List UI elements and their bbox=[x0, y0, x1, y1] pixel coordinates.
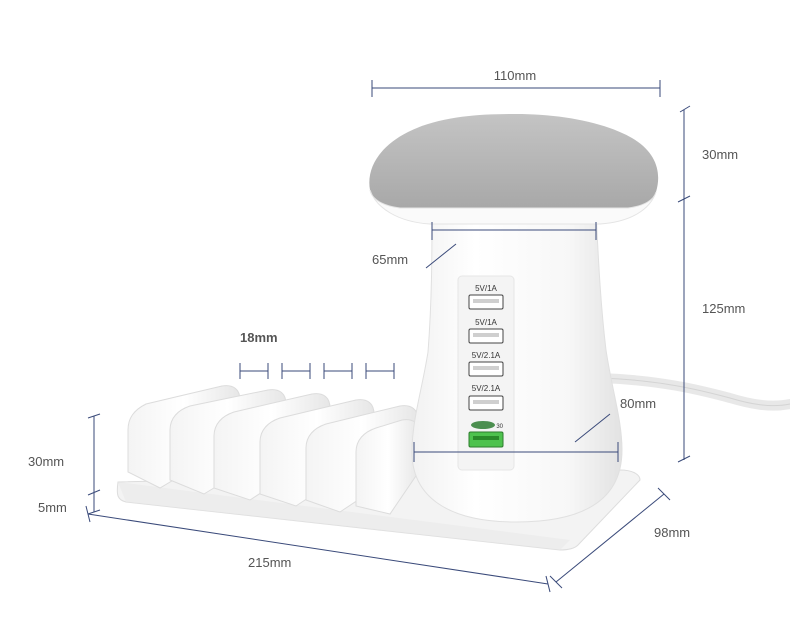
base-thickness-label: 5mm bbox=[38, 500, 67, 515]
neck-width-label: 65mm bbox=[372, 252, 408, 267]
quick-charge-logo bbox=[471, 421, 495, 429]
usb-port[interactable]: 5V/2.1A bbox=[468, 351, 504, 377]
base-width-label: 80mm bbox=[620, 396, 656, 411]
quick-charge-port[interactable]: 30 bbox=[468, 421, 504, 448]
dock-length-label: 215mm bbox=[248, 555, 291, 570]
dock-depth-label: 98mm bbox=[654, 525, 690, 540]
dimension-lines bbox=[85, 80, 691, 593]
usb-port[interactable]: 5V/1A bbox=[468, 318, 504, 344]
usb-ports: 5V/1A 5V/1A 5V/2.1A 5V/2.1A 30 bbox=[468, 284, 504, 448]
port-label: 30 bbox=[496, 424, 503, 430]
body-height-label: 125mm bbox=[702, 301, 745, 316]
slot-spacing-label: 18mm bbox=[240, 330, 278, 345]
dock-height-label: 30mm bbox=[28, 454, 64, 469]
lamp-cap bbox=[369, 114, 659, 208]
usb-port[interactable]: 5V/2.1A bbox=[468, 384, 504, 411]
cap-height-label: 30mm bbox=[702, 147, 738, 162]
port-label: 5V/2.1A bbox=[472, 351, 501, 360]
charger-body bbox=[411, 211, 623, 523]
usb-port[interactable]: 5V/1A bbox=[468, 284, 504, 310]
phone-slots bbox=[127, 385, 421, 515]
port-label: 5V/2.1A bbox=[472, 384, 501, 393]
top-width-label: 110mm bbox=[494, 68, 536, 83]
port-label: 5V/1A bbox=[475, 284, 497, 293]
dimension-labels: 110mm 30mm 65mm 125mm 18mm 80mm 30mm 5mm… bbox=[28, 68, 745, 570]
port-label: 5V/1A bbox=[475, 318, 497, 327]
mushroom-charger bbox=[369, 114, 659, 523]
